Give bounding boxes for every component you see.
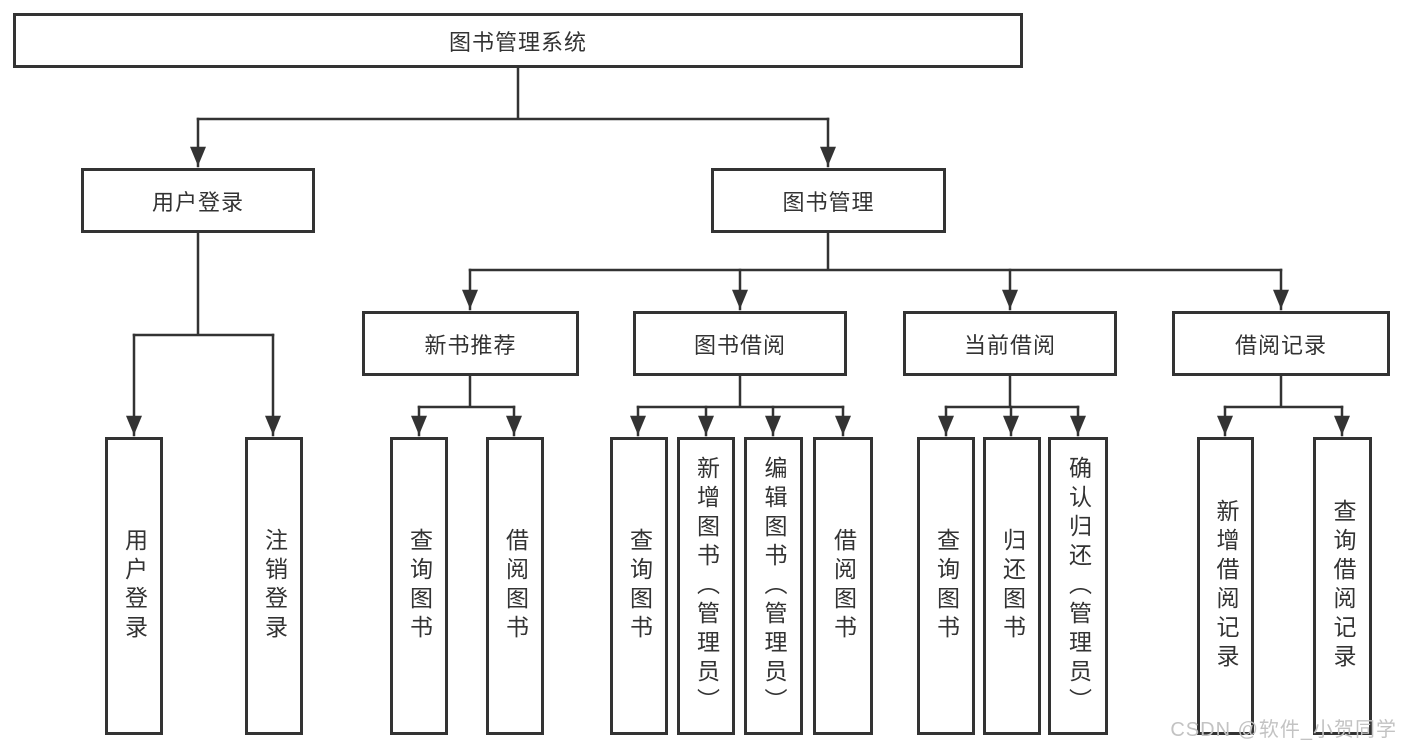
node-label: 图书管理系统 bbox=[448, 29, 587, 55]
node-label: 查询图书 bbox=[626, 528, 653, 644]
leaf-query-books-1: 查询图书 bbox=[390, 437, 448, 735]
leaf-borrow-books-1: 借阅图书 bbox=[486, 437, 544, 735]
node-label: 编辑图书（管理员） bbox=[761, 455, 787, 717]
node-label: 当前借阅 bbox=[963, 332, 1056, 358]
leaf-add-borrow-record: 新增借阅记录 bbox=[1197, 437, 1254, 735]
node-label: 用户登录 bbox=[151, 189, 244, 215]
leaf-logout: 注销登录 bbox=[245, 437, 303, 735]
leaf-return-books: 归还图书 bbox=[983, 437, 1041, 735]
leaf-borrow-books-2: 借阅图书 bbox=[813, 437, 873, 735]
node-label: 确认归还（管理员） bbox=[1065, 455, 1092, 717]
node-user-login: 用户登录 bbox=[81, 168, 315, 233]
node-current-borrowing: 当前借阅 bbox=[903, 311, 1117, 376]
node-label: 归还图书 bbox=[999, 528, 1026, 644]
leaf-add-books-admin: 新增图书（管理员） bbox=[677, 437, 735, 735]
node-label: 借阅记录 bbox=[1234, 332, 1327, 358]
node-label: 新增借阅记录 bbox=[1213, 499, 1239, 673]
leaf-edit-books-admin: 编辑图书（管理员） bbox=[744, 437, 803, 735]
node-label: 借阅图书 bbox=[830, 528, 857, 644]
node-book-management: 图书管理 bbox=[711, 168, 946, 233]
leaf-query-borrow-record: 查询借阅记录 bbox=[1313, 437, 1372, 735]
node-label: 查询图书 bbox=[933, 528, 960, 644]
node-label: 图书管理 bbox=[782, 189, 875, 215]
node-book-borrowing: 图书借阅 bbox=[633, 311, 847, 376]
node-label: 注销登录 bbox=[261, 528, 288, 644]
node-label: 新增图书（管理员） bbox=[693, 455, 720, 717]
node-book-management-system: 图书管理系统 bbox=[13, 13, 1023, 68]
node-borrowing-records: 借阅记录 bbox=[1172, 311, 1390, 376]
node-label: 新书推荐 bbox=[424, 332, 517, 358]
node-label: 查询借阅记录 bbox=[1330, 499, 1356, 673]
node-label: 用户登录 bbox=[121, 528, 148, 644]
leaf-confirm-return-admin: 确认归还（管理员） bbox=[1048, 437, 1108, 735]
node-label: 图书借阅 bbox=[693, 332, 786, 358]
csdn-watermark: CSDN @软件_小贺同学 bbox=[1170, 719, 1397, 741]
leaf-query-books-3: 查询图书 bbox=[917, 437, 975, 735]
leaf-user-login: 用户登录 bbox=[105, 437, 163, 735]
leaf-query-books-2: 查询图书 bbox=[610, 437, 668, 735]
node-new-book-recommend: 新书推荐 bbox=[362, 311, 579, 376]
node-label: 借阅图书 bbox=[502, 528, 529, 644]
node-label: 查询图书 bbox=[406, 528, 433, 644]
